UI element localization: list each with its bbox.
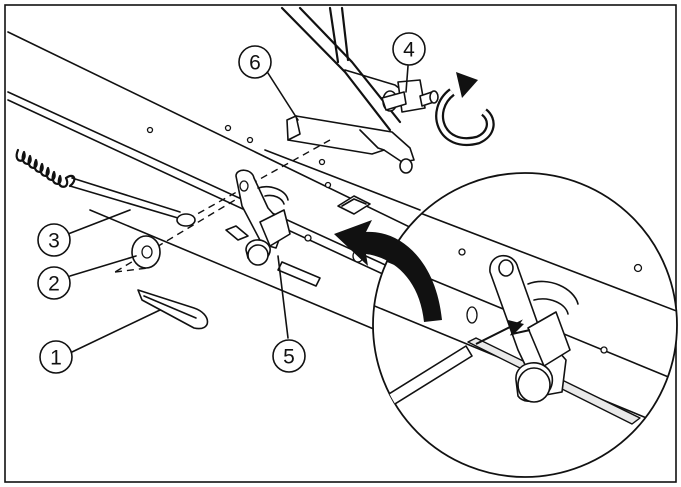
callout-6: 6 [238,45,272,79]
beam-hole [318,158,326,166]
callout-1: 1 [39,340,73,374]
large-curved-arrow [334,220,442,322]
callout-1-label: 1 [50,347,62,370]
callout-3: 3 [37,223,71,257]
rotation-arrow-icon [435,72,495,147]
callout-3-label: 3 [48,230,60,253]
direction-arrow-icon [475,319,531,345]
magnified-view [372,172,678,478]
callout-2-label: 2 [48,273,60,296]
washer [131,235,161,269]
spring [15,148,196,227]
cotter-pin [137,289,209,330]
callout-6-label: 6 [249,52,261,75]
leader-lines [67,65,409,353]
frame-border [4,4,677,483]
beam-hole [146,126,154,134]
callout-4-label: 4 [403,39,415,62]
callout-2: 2 [37,266,71,300]
callout-4: 4 [392,32,426,66]
link-plate [286,115,415,174]
beam-hole [324,181,332,189]
square-slot [337,195,371,215]
pivot-assembly [381,79,439,113]
beam-hole [246,136,254,144]
beam-hole [224,124,232,132]
callout-5-label: 5 [283,346,295,369]
callout-5: 5 [272,339,306,373]
beam-hole [304,234,312,242]
